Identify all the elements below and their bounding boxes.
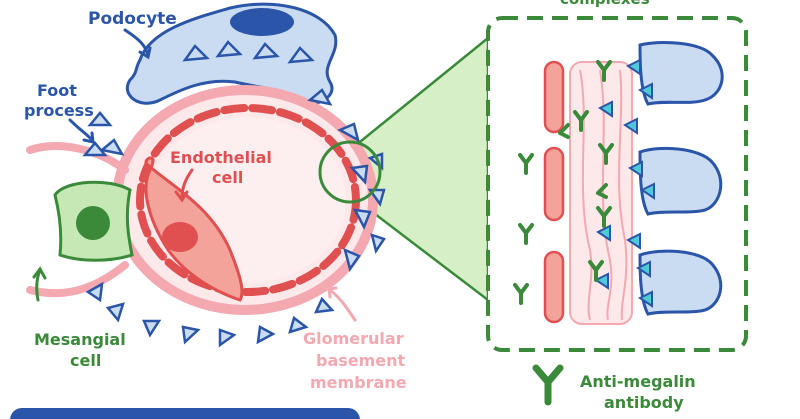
zoom-endothelium xyxy=(543,60,565,324)
label-mesangial-1: Mesangial xyxy=(34,330,126,349)
label-arrows xyxy=(32,28,357,322)
label-gbm-1: Glomerular xyxy=(303,329,404,348)
label-gbm-3: membrane xyxy=(310,373,407,392)
label-podocyte: Podocyte xyxy=(88,9,177,29)
label-gbm-2: basement xyxy=(316,351,406,370)
label-foot-process-1: Foot xyxy=(37,81,77,100)
zoom-circle xyxy=(318,140,382,204)
bottom-banner xyxy=(10,408,360,419)
label-mesangial-2: cell xyxy=(70,351,101,370)
label-endothelial-1: Endothelial xyxy=(170,148,272,167)
foot-processes xyxy=(82,40,386,348)
label-antibody-1: Anti-megalin xyxy=(580,372,696,391)
label-foot-process-2: process xyxy=(24,101,94,120)
gbm-extension xyxy=(26,142,129,298)
legend-antibody-icon xyxy=(532,364,564,406)
podocyte-nucleus xyxy=(230,8,294,36)
antibodies xyxy=(513,60,614,305)
mesangial-nucleus xyxy=(76,206,110,240)
label-complexes: complexes xyxy=(560,0,650,8)
endothelial-nucleus xyxy=(162,222,198,252)
megalin-triangles xyxy=(594,58,655,308)
label-antibody-2: antibody xyxy=(604,393,684,412)
label-endothelial-2: cell xyxy=(212,168,243,187)
